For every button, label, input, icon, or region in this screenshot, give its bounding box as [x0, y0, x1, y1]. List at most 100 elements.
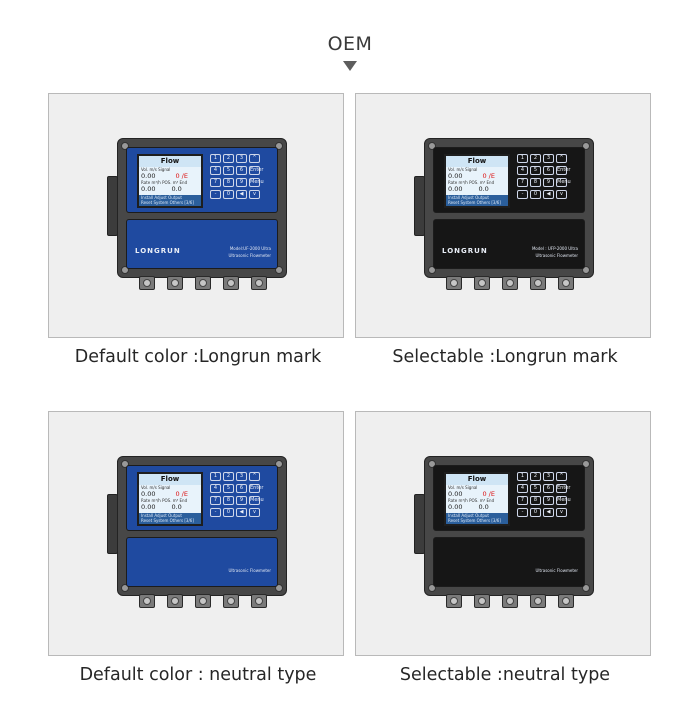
keypad-key: 4: [210, 484, 221, 493]
keypad-key: Enter: [556, 166, 571, 175]
lcd-pos-value: 0.0: [171, 185, 182, 193]
product-type-label: Ultrasonic Flowmeter: [228, 568, 271, 573]
panel-caption: Selectable :neutral type: [399, 665, 611, 685]
keypad-key: 7: [210, 496, 221, 505]
keypad-key: ◀: [543, 508, 554, 517]
screw-icon: [428, 266, 436, 274]
cable-gland-icon: [139, 594, 155, 608]
lcd-menu-line: Install Adjust Output: [448, 513, 489, 518]
lcd-row-labels: Rate m³/h POS. m³ End: [448, 498, 495, 503]
model-label: Model:UF-2000 Ultra: [229, 246, 271, 251]
panel-caption: Default color :Longrun mark: [74, 347, 322, 367]
lcd-volume-value: 0.00: [141, 490, 156, 498]
keypad-key: 6: [236, 484, 247, 493]
screw-icon: [121, 460, 129, 468]
keypad-key: -: [210, 508, 221, 517]
lcd-menu-line: Install Adjust Output: [448, 195, 489, 200]
keypad-key: Menu: [556, 178, 571, 187]
screw-icon: [582, 266, 590, 274]
keypad-key: 9: [543, 496, 554, 505]
lcd-row-labels: Vol. m/s Signal: [141, 485, 171, 490]
lcd-title: Flow: [446, 156, 508, 167]
cable-gland-icon: [446, 594, 462, 608]
lcd-rate-value: 0.00: [141, 185, 156, 193]
lcd-rate-value: 0.00: [448, 503, 463, 511]
lcd-rate-value: 0.00: [141, 503, 156, 511]
keypad-key: 8: [530, 178, 541, 187]
front-panel-lower: Ultrasonic Flowmeter: [433, 537, 585, 587]
panel-caption: Selectable :Longrun mark: [392, 347, 618, 367]
lcd-menu-line: Install Adjust Output: [141, 513, 182, 518]
keypad-key: 7: [210, 178, 221, 187]
product-type-label: Ultrasonic Flowmeter: [535, 253, 578, 258]
keypad-key: 5: [530, 484, 541, 493]
cable-gland-icon: [167, 594, 183, 608]
keypad-key: ^: [249, 472, 260, 481]
screw-icon: [275, 584, 283, 592]
cable-gland-icon: [474, 276, 490, 290]
keypad-key: 6: [543, 166, 554, 175]
lcd-menu-line: Reset System Others [3/6]: [141, 200, 194, 205]
keypad-key: 9: [236, 178, 247, 187]
keypad-key: 0: [223, 508, 234, 517]
keypad-key: 2: [530, 472, 541, 481]
keypad-key: v: [249, 190, 260, 199]
screw-icon: [121, 142, 129, 150]
keypad-key: v: [249, 508, 260, 517]
cable-gland-icon: [502, 594, 518, 608]
screw-icon: [582, 142, 590, 150]
lcd-row-labels: Vol. m/s Signal: [448, 167, 478, 172]
header-title: OEM: [327, 33, 373, 55]
lcd-signal-status: 0 /E: [482, 490, 495, 498]
lcd-menu-line: Reset System Others [3/6]: [448, 200, 501, 205]
screw-icon: [121, 266, 129, 274]
screw-icon: [428, 460, 436, 468]
screw-icon: [582, 460, 590, 468]
keypad-key: v: [556, 508, 567, 517]
keypad-key: 4: [517, 166, 528, 175]
lcd-row-labels: Vol. m/s Signal: [448, 485, 478, 490]
screw-icon: [275, 142, 283, 150]
keypad-key: ^: [556, 154, 567, 163]
model-label: Model : UFP-2000 Ultra: [531, 246, 578, 251]
screw-icon: [275, 266, 283, 274]
keypad-key: ◀: [236, 508, 247, 517]
lcd-menu-line: Install Adjust Output: [141, 195, 182, 200]
keypad-key: 2: [223, 472, 234, 481]
lcd-row-labels: Rate m³/h POS. m³ End: [448, 180, 495, 185]
screw-icon: [121, 584, 129, 592]
lcd-signal-status: 0 /E: [175, 172, 188, 180]
cable-gland-icon: [251, 276, 267, 290]
keypad-key: 6: [236, 166, 247, 175]
lcd-signal-status: 0 /E: [175, 490, 188, 498]
screw-icon: [428, 584, 436, 592]
keypad-key: 8: [223, 496, 234, 505]
keypad-key: 3: [543, 154, 554, 163]
lcd-row-value: 0.00 0.0: [139, 185, 201, 193]
down-arrow-icon: [343, 61, 357, 71]
keypad-key: 9: [236, 496, 247, 505]
screw-icon: [428, 142, 436, 150]
brand-logo-text: LONGRUN: [442, 247, 488, 255]
cable-gland-icon: [139, 276, 155, 290]
